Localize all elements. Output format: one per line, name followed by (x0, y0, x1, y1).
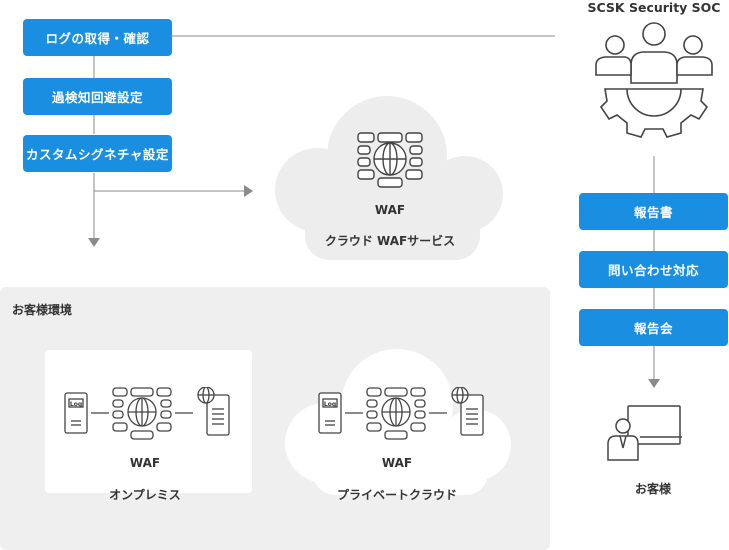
customer-label: お客様 (634, 482, 671, 496)
onprem-waf-flow-icon: Log (64, 387, 230, 440)
soc-team-gear-icon (595, 22, 713, 138)
cloud-waf-caption: クラウド WAFサービス (324, 234, 456, 248)
log-check-button[interactable]: ログの取得・確認 (23, 19, 172, 56)
private-cloud-caption: プライベートクラウド (336, 488, 457, 502)
private-cloud-waf-flow-icon: Log (318, 387, 484, 440)
waf-icon (357, 132, 423, 188)
cloud-shape (275, 96, 503, 260)
custom-signature-button[interactable]: カスタムシグネチャ設定 (23, 135, 172, 172)
report-button[interactable]: 報告書 (579, 193, 728, 230)
soc-title: SCSK Security SOC (587, 0, 721, 15)
cloud-waf-name: WAF (374, 203, 406, 217)
private-cloud-log-label: Log (324, 401, 336, 408)
onprem-caption: オンプレミス (109, 488, 181, 502)
false-positive-setting-button[interactable]: 過検知回避設定 (23, 78, 172, 115)
customer-presenter-icon (607, 405, 682, 461)
inquiry-support-button[interactable]: 問い合わせ対応 (579, 251, 728, 288)
environment-title: お客様環境 (12, 303, 73, 317)
customer-environment: お客様環境 (0, 287, 550, 550)
onprem-waf-name: WAF (129, 456, 161, 470)
onprem-card: Log WAF オンプレミス (45, 350, 252, 502)
onprem-log-label: Log (70, 401, 82, 408)
private-cloud-waf-name: WAF (381, 456, 413, 470)
report-meeting-button[interactable]: 報告会 (579, 309, 728, 346)
